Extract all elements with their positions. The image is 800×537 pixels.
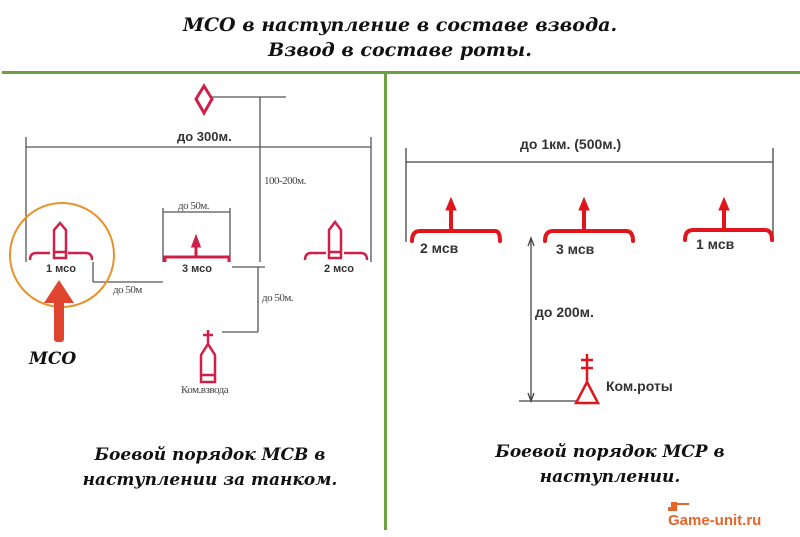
squad-3-symbol [163,233,231,262]
tank-icon [194,83,214,117]
platoon-2-symbol [410,196,502,243]
squad-1-label: 1 мсо [46,263,77,275]
squad-1-symbol [28,221,94,261]
width-label: до 300м. [177,129,232,144]
platoon-commander-label: Ком.взвода [181,384,229,396]
company-width-label: до 1км. (500м.) [520,136,622,152]
panel-divider [384,72,387,530]
company-commander-label: Ком.роты [606,378,673,394]
company-depth-label: до 200м. [535,304,594,320]
right-caption-line-1: Боевой порядок МСР в [495,442,725,462]
right-caption-line-2: наступлении. [539,467,681,487]
platoon-3-label: 3 мсв [556,241,595,257]
right-caption: Боевой порядок МСР в наступлении. [440,440,780,490]
watermark-logo: Game-unit.ru [668,512,762,529]
platoon-1-symbol [683,196,774,242]
logo-soldier-icon [668,502,689,511]
cmd-depth-label: до 50м. [262,292,294,304]
platoon-3-symbol [543,196,635,243]
left-caption-line-2: наступлении за танком. [82,470,338,490]
left-caption-line-1: Боевой порядок МСВ в [94,445,326,465]
left-caption: Боевой порядок МСВ в наступлении за танк… [40,443,380,493]
platoon-commander-icon [199,330,217,384]
platoon-1-label: 1 мсв [696,236,735,252]
highlight-label: МСО [29,349,77,369]
company-commander-icon [573,354,601,405]
right-diagram [405,148,774,403]
squad-2-label: 2 мсо [324,263,355,275]
squad-2-symbol [303,219,369,261]
squad-3-label: 3 мсо [182,263,213,275]
page-title-line-1: МСО в наступление в составе взвода. [182,14,618,36]
page-title-line-2: Взвод в составе роты. [268,39,532,61]
depth-label: 100-200м. [264,175,306,187]
interval-label-top: до 50м. [178,200,210,212]
header-divider [2,71,800,74]
interval-label-side: до 50м [113,284,142,296]
platoon-2-label: 2 мсв [420,240,459,256]
left-diagram [25,96,372,333]
highlight-arrow [44,280,74,342]
